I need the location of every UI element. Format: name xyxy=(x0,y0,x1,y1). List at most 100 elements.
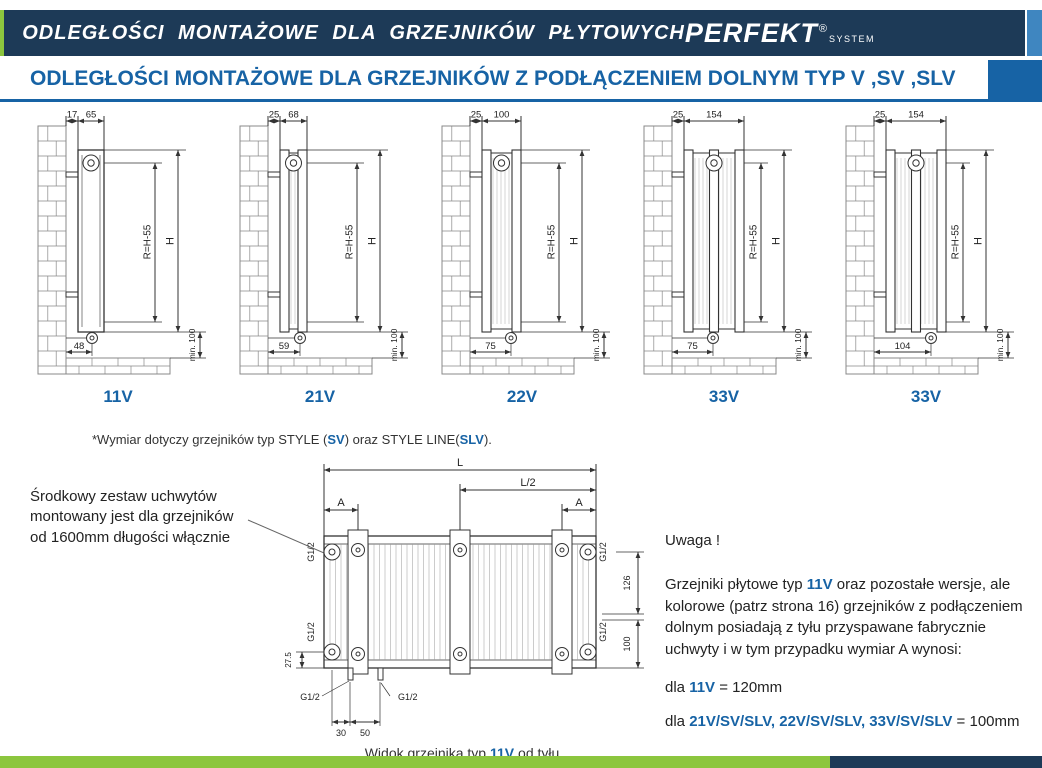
notice-heading: Uwaga ! xyxy=(665,532,721,549)
svg-text:H: H xyxy=(771,237,783,245)
svg-text:min. 100: min. 100 xyxy=(591,328,601,361)
footnote-text: ) oraz STYLE LINE( xyxy=(344,432,460,447)
svg-text:65: 65 xyxy=(86,110,97,121)
title-bar: ODLEGŁOŚCI MONTAŻOWE DLA GRZEJNIKÓW PŁYT… xyxy=(4,10,1025,56)
notice-block: Uwaga ! Grzejniki płytowe typ 11V oraz p… xyxy=(665,530,1039,744)
svg-text:G1/2: G1/2 xyxy=(598,542,608,562)
svg-text:R=H-55: R=H-55 xyxy=(143,224,154,259)
svg-text:100: 100 xyxy=(494,110,510,121)
svg-text:A: A xyxy=(337,497,345,509)
svg-text:17: 17 xyxy=(67,110,78,121)
svg-text:H: H xyxy=(367,237,379,245)
green-accent-strip xyxy=(0,10,5,56)
subheader-blue-block xyxy=(988,60,1042,99)
bracket-note-line: Środkowy zestaw uchwytów xyxy=(30,488,217,505)
notice-text: Grzejniki płytowe typ xyxy=(665,575,807,593)
footnote-text: *Wymiar dotyczy grzejników typ STYLE ( xyxy=(92,432,328,447)
notice-rule-1: dla 11V = 120mm xyxy=(665,677,1039,699)
rule-prefix: dla xyxy=(665,678,690,696)
svg-text:L: L xyxy=(457,457,463,469)
svg-text:154: 154 xyxy=(706,110,722,121)
svg-text:R=H-55: R=H-55 xyxy=(345,224,356,259)
svg-text:25: 25 xyxy=(471,110,482,121)
svg-text:G1/2: G1/2 xyxy=(306,622,316,642)
diagram-type-label: 33V xyxy=(910,387,942,406)
diagram-type-label: 21V xyxy=(304,387,336,406)
svg-text:G1/2: G1/2 xyxy=(306,542,316,562)
svg-text:100: 100 xyxy=(622,636,632,651)
svg-text:25: 25 xyxy=(269,110,280,121)
svg-text:75: 75 xyxy=(687,341,698,352)
svg-text:126: 126 xyxy=(622,575,632,590)
svg-text:R=H-55: R=H-55 xyxy=(951,224,962,259)
svg-text:L/2: L/2 xyxy=(520,477,535,489)
svg-text:min. 100: min. 100 xyxy=(389,328,399,361)
rule-prefix: dla xyxy=(665,712,690,730)
svg-text:R=H-55: R=H-55 xyxy=(547,224,558,259)
bottom-green-strip xyxy=(0,756,830,768)
notice-text: oraz pozostałe wersje, ale kolorowe (pat… xyxy=(665,575,1023,658)
footnote-slv: SLV xyxy=(459,432,484,447)
section-subheader: ODLEGŁOŚCI MONTAŻOWE DLA GRZEJNIKÓW Z PO… xyxy=(0,60,1042,102)
brand-logo: PERFEKT ® SYSTEM xyxy=(685,18,875,49)
svg-text:H: H xyxy=(973,237,985,245)
svg-text:27.5: 27.5 xyxy=(284,652,293,668)
footnote-text: ). xyxy=(483,432,492,447)
svg-text:min. 100: min. 100 xyxy=(793,328,803,361)
svg-text:30: 30 xyxy=(336,728,346,738)
page-title: ODLEGŁOŚCI MONTAŻOWE DLA GRZEJNIKÓW PŁYT… xyxy=(22,21,685,44)
notice-type: 11V xyxy=(806,575,833,593)
svg-text:25: 25 xyxy=(875,110,886,121)
diagram-type-label: 11V xyxy=(103,387,133,406)
svg-text:G1/2: G1/2 xyxy=(300,692,320,702)
bracket-note: Środkowy zestaw uchwytów montowany jest … xyxy=(30,487,233,548)
svg-text:min. 100: min. 100 xyxy=(995,328,1005,361)
footnote: *Wymiar dotyczy grzejników typ STYLE (SV… xyxy=(92,432,492,447)
notice-paragraph: Grzejniki płytowe typ 11V oraz pozostałe… xyxy=(665,574,1039,661)
rule-value: = 100mm xyxy=(952,712,1020,730)
svg-text:min. 100: min. 100 xyxy=(187,328,197,361)
brand-name: PERFEKT xyxy=(684,17,818,48)
bottom-accent-bar xyxy=(0,756,1042,768)
blue-accent-block xyxy=(1027,10,1042,56)
brand-subtitle: SYSTEM xyxy=(828,33,875,44)
svg-text:25: 25 xyxy=(673,110,684,121)
diagram-type-label: 22V xyxy=(506,387,538,406)
svg-text:50: 50 xyxy=(360,728,370,738)
notice-rule-2: dla 21V/SV/SLV, 22V/SV/SLV, 33V/SV/SLV =… xyxy=(665,711,1039,733)
svg-text:G1/2: G1/2 xyxy=(598,622,608,642)
svg-text:154: 154 xyxy=(908,110,924,121)
bottom-navy-strip xyxy=(830,756,1042,768)
svg-text:A: A xyxy=(575,497,583,509)
svg-text:R=H-55: R=H-55 xyxy=(749,224,760,259)
svg-text:59: 59 xyxy=(279,341,290,352)
bracket-note-line: montowany jest dla grzejników xyxy=(30,508,234,526)
top-header-bar: ODLEGŁOŚCI MONTAŻOWE DLA GRZEJNIKÓW PŁYT… xyxy=(0,10,1042,56)
registered-mark-icon: ® xyxy=(818,22,827,35)
svg-text:G1/2: G1/2 xyxy=(398,692,418,702)
diagram-type-label: 33V xyxy=(708,387,740,406)
rule-types: 11V xyxy=(689,678,716,696)
bracket-note-line: od 1600mm długości włącznie xyxy=(30,528,231,546)
rule-types: 21V/SV/SLV, 22V/SV/SLV, 33V/SV/SLV xyxy=(689,712,953,730)
svg-text:H: H xyxy=(165,237,177,245)
section-title: ODLEGŁOŚCI MONTAŻOWE DLA GRZEJNIKÓW Z PO… xyxy=(30,67,956,90)
header-gap xyxy=(1025,10,1028,56)
svg-text:75: 75 xyxy=(485,341,496,352)
svg-text:68: 68 xyxy=(288,110,299,121)
svg-text:48: 48 xyxy=(74,341,85,352)
